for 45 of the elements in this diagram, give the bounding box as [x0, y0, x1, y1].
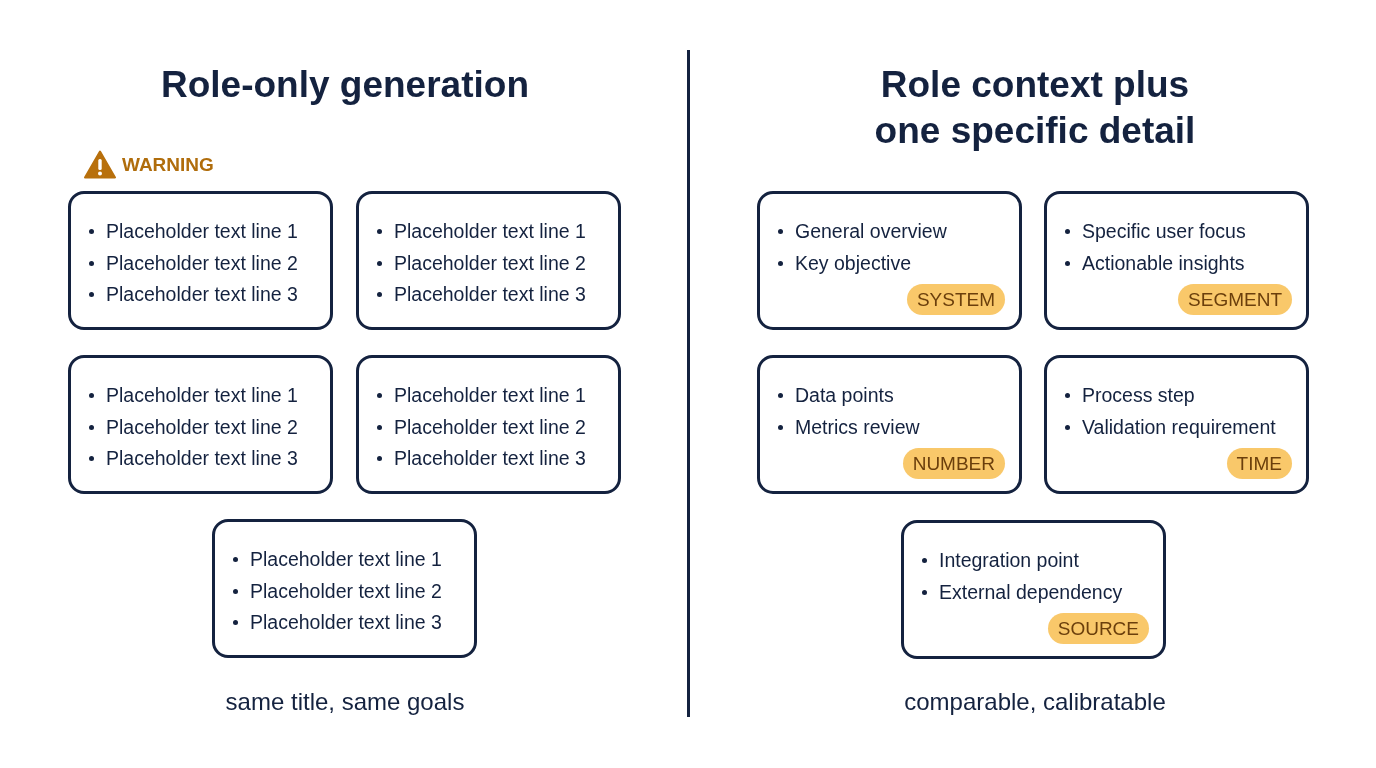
bullet-text: Placeholder text line 3 — [106, 446, 298, 471]
tag-badge: SEGMENT — [1178, 284, 1292, 315]
tag-badge: SYSTEM — [906, 284, 1005, 315]
bullet-text: Placeholder text line 1 — [250, 547, 442, 572]
bullet-text: Placeholder text line 3 — [394, 446, 586, 471]
bullet-text: Placeholder text line 1 — [106, 219, 298, 244]
text-card — [901, 520, 1166, 659]
warning-label: WARNING — [122, 153, 214, 176]
bullet-text: Placeholder text line 1 — [394, 383, 586, 408]
text-card — [356, 191, 621, 330]
tag-badge: TIME — [1226, 448, 1292, 479]
tag-badge: SOURCE — [1047, 613, 1149, 644]
bullet-text: Process step — [1082, 383, 1195, 408]
text-card — [68, 355, 333, 494]
bullet-text: General overview — [795, 219, 947, 244]
text-card — [1044, 355, 1309, 494]
bullet-text: External dependency — [939, 579, 1123, 605]
text-card — [757, 191, 1022, 330]
text-card — [68, 191, 333, 330]
bullet-text: Integration point — [939, 548, 1079, 573]
caption: same title, same goals — [224, 688, 466, 716]
text-card — [212, 519, 477, 658]
bullet-text: Placeholder text line 3 — [394, 282, 586, 307]
text-card — [757, 355, 1022, 494]
bullet-text: Placeholder text line 1 — [394, 219, 586, 244]
column-heading: Role context plus one specific detail — [873, 63, 1197, 153]
bullet-text: Metrics review — [795, 414, 920, 440]
bullet-text: Placeholder text line 3 — [250, 610, 442, 635]
bullet-text: Data points — [795, 383, 894, 408]
bullet-text: Actionable insights — [1082, 250, 1245, 276]
tag-badge: NUMBER — [902, 448, 1005, 479]
caption: comparable, calibratable — [903, 688, 1167, 716]
bullet-text: Validation requirement — [1082, 414, 1276, 440]
bullet-text: Placeholder text line 1 — [106, 383, 298, 408]
bullet-text: Placeholder text line 2 — [394, 250, 586, 276]
bullet-text: Placeholder text line 2 — [106, 250, 298, 276]
bullet-text: Specific user focus — [1082, 219, 1246, 244]
column-heading: Role-only generation — [160, 63, 530, 107]
bullet-text: Placeholder text line 3 — [106, 282, 298, 307]
text-card — [356, 355, 621, 494]
bullet-text: Placeholder text line 2 — [250, 578, 442, 604]
bullet-text: Placeholder text line 2 — [106, 414, 298, 440]
text-card — [1044, 191, 1309, 330]
bullet-text: Placeholder text line 2 — [394, 414, 586, 440]
bullet-text: Key objective — [795, 250, 911, 276]
